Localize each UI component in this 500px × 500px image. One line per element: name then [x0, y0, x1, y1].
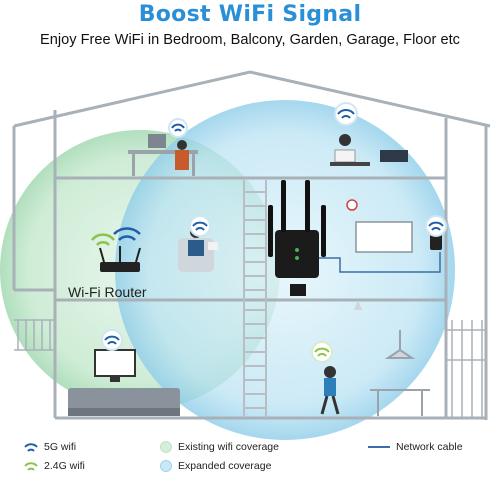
clock-icon [346, 199, 358, 211]
speaker-icon [430, 234, 442, 250]
network-cable [319, 252, 441, 273]
router-icon [99, 246, 141, 272]
legend-24g: 2.4G wifi [44, 460, 85, 472]
person-walking-scene [320, 366, 340, 415]
wifi-icon-chair [189, 215, 211, 237]
balcony-railing [14, 319, 55, 351]
extender-icon [268, 180, 326, 296]
legend-24g-label: 2.4G wifi [44, 460, 85, 472]
living-room-scene [68, 349, 180, 416]
dining-table-scene [370, 330, 430, 416]
legend-5g: 5G wifi [44, 441, 76, 453]
wifi-icon-livingroom [101, 329, 123, 351]
wifi-icon-tv [425, 215, 447, 237]
existing-coverage-swatch [160, 441, 172, 453]
page-subtitle: Enjoy Free WiFi in Bedroom, Balcony, Gar… [40, 32, 460, 48]
person-laptop-scene [330, 134, 408, 166]
legend-expanded: Expanded coverage [160, 460, 271, 472]
ladder-icon [243, 180, 267, 418]
house-outline [12, 70, 491, 420]
legend-5g-label: 5G wifi [44, 441, 77, 453]
wifi-icon-attic-right [334, 102, 358, 126]
legend-cable-label: Network cable [396, 441, 463, 453]
expanded-coverage-swatch [160, 460, 172, 472]
legend-expanded-label: Expanded coverage [178, 460, 272, 472]
legend-cable: Network cable [396, 441, 463, 453]
wifi-icon-attic-left [168, 118, 188, 138]
router-label: Wi-Fi Router [68, 284, 147, 300]
legend-existing: Existing wifi coverage [160, 441, 279, 453]
attic-desk-scene [128, 134, 198, 176]
legend-existing-label: Existing wifi coverage [178, 441, 279, 453]
legend-5g-wifi-icon [24, 443, 38, 452]
wifi-icon-walking [311, 341, 333, 363]
page-title: Boost WiFi Signal [138, 2, 362, 27]
tv-icon [355, 221, 413, 253]
garden-fence [446, 320, 486, 418]
wifi-icon-router [91, 227, 141, 246]
lamp-icon [354, 300, 362, 310]
legend-24g-wifi-icon [24, 462, 38, 471]
